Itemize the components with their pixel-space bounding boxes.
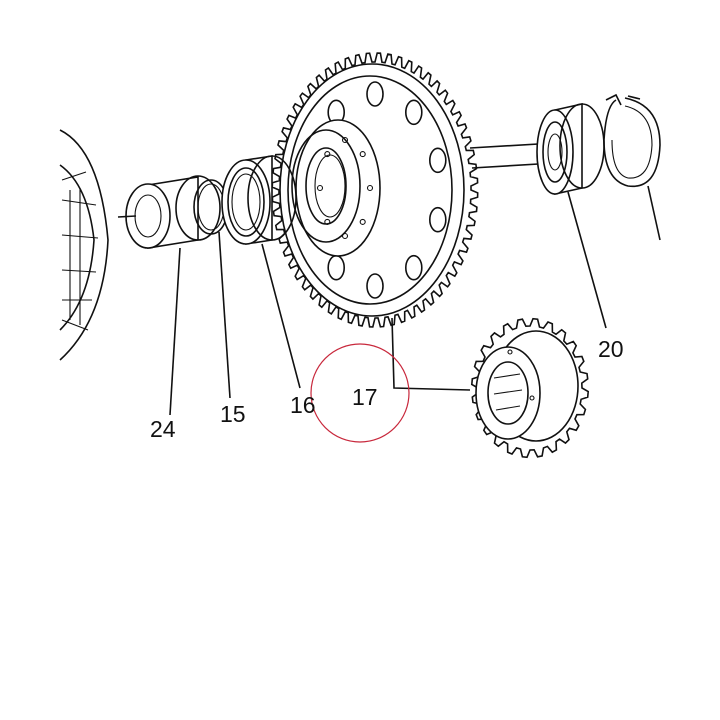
part-20-bearing — [536, 103, 605, 195]
hub-bolt-hole — [341, 232, 349, 240]
crown-gear-hole — [404, 254, 423, 281]
crown-gear-hole — [428, 206, 447, 233]
hub-bolt-hole — [324, 151, 331, 158]
callout-17: 17 — [352, 384, 378, 410]
callout-20: 20 — [598, 336, 624, 362]
crown-gear-hole — [428, 147, 447, 174]
crown-gear-hole — [366, 81, 384, 107]
differential-housing — [59, 129, 109, 361]
callout-24: 24 — [150, 416, 176, 442]
leader-lines — [169, 185, 661, 416]
callout-16: 16 — [290, 392, 316, 418]
hub-bolt-hole — [341, 136, 349, 144]
part-16-race — [221, 155, 297, 245]
leader-17 — [391, 317, 471, 391]
circlip — [603, 93, 661, 188]
leader-24 — [169, 247, 181, 416]
leader-16 — [261, 243, 301, 389]
hub-bolt-hole — [359, 151, 366, 158]
highlight-circle — [310, 343, 410, 443]
hub-bolt-hole — [359, 218, 366, 225]
pinion-gear — [470, 317, 590, 459]
crown-gear-hole — [366, 273, 384, 299]
hub-bolt-hole — [316, 184, 324, 192]
leader-20 — [567, 191, 607, 329]
crown-gear-hole — [327, 254, 346, 281]
leader-15 — [218, 231, 231, 399]
leader-circlip — [647, 185, 661, 241]
hub-bolt-hole — [366, 184, 374, 192]
crown-gear-hole — [404, 99, 423, 126]
callout-15: 15 — [220, 401, 246, 427]
part-24-sleeve — [117, 175, 221, 249]
part-17-crown-gear — [271, 52, 479, 328]
hub-bolt-hole — [324, 218, 331, 225]
